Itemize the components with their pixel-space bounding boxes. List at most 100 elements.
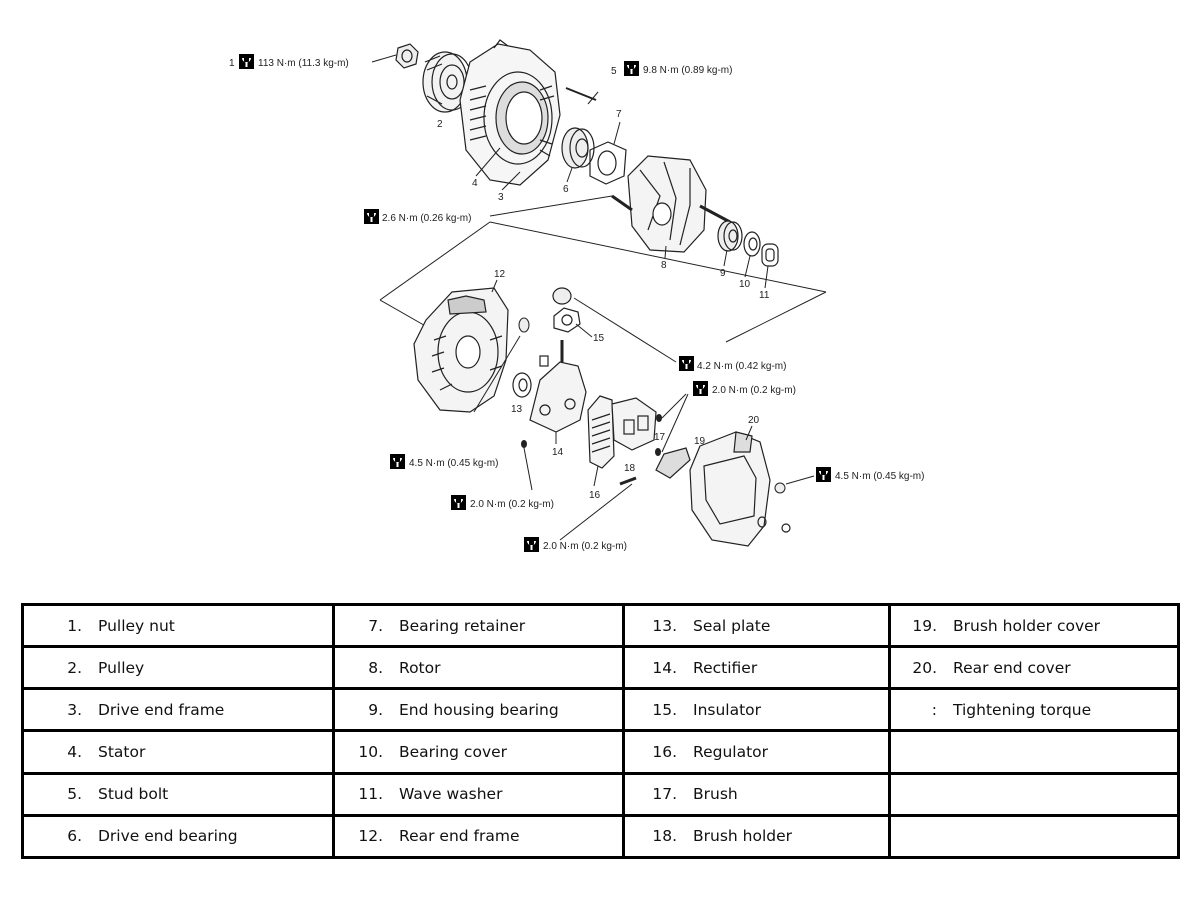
legend-label: Rectifier: [693, 658, 758, 677]
legend-label: Rear end frame: [399, 827, 520, 846]
legend-number: 18.: [652, 827, 677, 846]
legend-label: Bearing retainer: [399, 616, 526, 635]
legend-row: 3. Drive end frame 9. End housing bearing 15…: [21, 687, 1180, 733]
wave-washer-part: [761, 243, 779, 267]
rectifier-part: [529, 340, 587, 433]
bearing-cover-part: [743, 231, 761, 257]
legend-cell: :Tightening torque: [888, 687, 1180, 733]
legend-cell: 18. Brush holder: [622, 813, 891, 860]
legend-cell: 11.Wave washer: [332, 771, 625, 817]
legend-label: Pulley nut: [98, 616, 175, 635]
legend-number: 5.: [67, 785, 82, 804]
torque-label-2-6: 2.6 N·m (0.26 kg-m): [382, 213, 471, 224]
legend-cell: 13. Seal plate: [622, 602, 891, 649]
legend-number: 20.: [912, 658, 937, 677]
legend-label: End housing bearing: [399, 700, 559, 719]
legend-cell: 9. End housing bearing: [332, 687, 625, 733]
legend-cell: 16. Regulator: [622, 729, 891, 775]
brush-holder-cover-part: [655, 447, 691, 479]
torque-wrench-icon: [239, 54, 254, 69]
torque-wrench-icon: [451, 495, 466, 510]
insulator-part: [552, 287, 581, 333]
torque-label-1: 113 N·m (11.3 kg-m): [258, 58, 349, 69]
torque-wrench-icon: [624, 61, 639, 76]
legend-number: 16.: [652, 743, 677, 762]
torque-label-2-0-bottom: 2.0 N·m (0.2 kg-m): [543, 541, 627, 552]
legend-label: Bearing cover: [399, 743, 508, 762]
legend-number: 17.: [652, 785, 677, 804]
legend-row: 1.Pulley nut 7. Bearing retainer 13. Seal pl…: [21, 602, 1180, 649]
pulley-nut-part: [395, 43, 419, 69]
callout-20: 20: [748, 415, 760, 426]
legend-cell: 20. Rear end cover: [888, 645, 1180, 691]
legend-number: 7.: [368, 616, 383, 635]
legend-label: Stud bolt: [98, 785, 169, 804]
legend-number: 3.: [67, 700, 82, 719]
callout-15: 15: [593, 333, 605, 344]
callout-17: 17: [654, 432, 666, 443]
legend-cell: 15. Insulator: [622, 687, 891, 733]
pulley-part: [422, 51, 473, 113]
torque-label-2-0-upper: 2.0 N·m (0.2 kg-m): [712, 385, 796, 396]
callout-5: 5: [611, 66, 617, 77]
drive-end-bearing-part: [561, 127, 595, 169]
legend-cell: [888, 771, 1180, 817]
torque-label-2-0-lower: 2.0 N·m (0.2 kg-m): [470, 499, 554, 510]
legend-cell: 12. Rear end frame: [332, 813, 625, 860]
legend-label: Pulley: [98, 658, 145, 677]
callout-18: 18: [624, 463, 636, 474]
seal-plate-part: [512, 372, 532, 398]
legend-number: 9.: [368, 700, 383, 719]
legend-label: Stator: [98, 743, 146, 762]
callout-7: 7: [616, 109, 622, 120]
bearing-retainer-part: [589, 141, 627, 185]
legend-number: 8.: [368, 658, 383, 677]
legend-label: Drive end frame: [98, 700, 225, 719]
legend-cell: 10.Bearing cover: [332, 729, 625, 775]
torque-wrench-icon: [816, 467, 831, 482]
callout-1: 1: [229, 58, 235, 69]
legend-label: Rear end cover: [953, 658, 1071, 677]
alternator-exploded-diagram: 1 113 N·m (11.3 kg-m) 2 4 3 5 9.8 N·m (0…: [229, 39, 924, 552]
legend-number: 15.: [652, 700, 677, 719]
legend-label: Brush: [693, 785, 738, 804]
legend-cell: 19.Brush holder cover: [888, 602, 1180, 649]
legend-label: Wave washer: [399, 785, 503, 804]
legend-number: 13.: [652, 616, 677, 635]
legend-row: 5. Stud bolt 11.Wave washer 17. Brush: [21, 771, 1180, 817]
legend-cell: [888, 729, 1180, 775]
callout-13: 13: [511, 404, 523, 415]
torque-wrench-icon: [390, 454, 405, 469]
legend-row: 4. Stator 10.Bearing cover 16. Regulator: [21, 729, 1180, 775]
legend-cell: 5. Stud bolt: [21, 771, 335, 817]
legend-label: Brush holder: [693, 827, 793, 846]
legend-number: 4.: [67, 743, 82, 762]
legend-label: Seal plate: [693, 616, 771, 635]
legend-label: Regulator: [693, 743, 769, 762]
rotor-part: [611, 155, 731, 253]
legend-label: Insulator: [693, 700, 762, 719]
legend-number: 12.: [358, 827, 383, 846]
callout-16: 16: [589, 490, 601, 501]
rear-end-frame-part: [413, 287, 509, 413]
callout-10: 10: [739, 279, 751, 290]
torque-wrench-icon: [524, 537, 539, 552]
legend-label: Rotor: [399, 658, 441, 677]
legend-label: Brush holder cover: [953, 616, 1101, 635]
callout-8: 8: [661, 260, 667, 271]
callout-6: 6: [563, 184, 569, 195]
legend-number: 14.: [652, 658, 677, 677]
legend-number: :: [931, 700, 937, 719]
torque-wrench-icon: [693, 381, 708, 396]
legend-cell: [888, 813, 1180, 860]
callout-12: 12: [494, 269, 506, 280]
torque-label-4-5-left: 4.5 N·m (0.45 kg-m): [409, 458, 498, 469]
end-housing-bearing-part: [717, 220, 743, 252]
torque-label-5: 9.8 N·m (0.89 kg-m): [643, 65, 732, 76]
legend-cell: 1.Pulley nut: [21, 602, 335, 649]
rear-end-cover-part: [689, 431, 791, 547]
legend-cell: 17. Brush: [622, 771, 891, 817]
callout-4: 4: [472, 178, 478, 189]
